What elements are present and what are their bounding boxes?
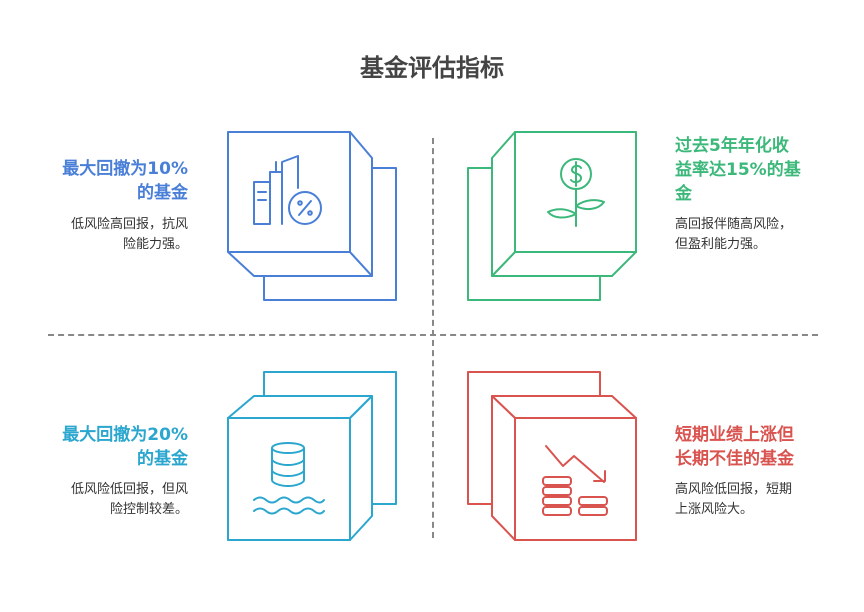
- money-plant-icon: [547, 158, 605, 227]
- top-left-heading: 最大回撤为10% 的基金: [62, 159, 188, 203]
- declining-coins-icon: [542, 445, 608, 516]
- top-right-floor: [491, 251, 637, 277]
- top-right-side: [491, 131, 516, 277]
- buildings-percent-icon: [253, 155, 322, 225]
- bottom-left-description: 低风险低回报，但风 险控制较差。: [70, 482, 188, 517]
- horizontal-divider: [48, 334, 818, 336]
- bottom-right-ceiling: [491, 395, 637, 419]
- top-left-box: [227, 131, 397, 301]
- bottom-left-box: [227, 371, 397, 541]
- top-left-side: [349, 131, 373, 277]
- top-right-box: [467, 131, 637, 301]
- vertical-divider: [432, 138, 434, 538]
- diagram-title: 基金评估指标: [360, 54, 504, 82]
- bottom-right-side: [491, 395, 516, 541]
- top-left-description: 低风险高回报，抗风 险能力强。: [70, 217, 188, 252]
- bottom-left-heading: 最大回撤为20% 的基金: [62, 425, 188, 469]
- bottom-left-ceiling: [227, 395, 373, 419]
- top-right-description: 高回报伴随高风险， 但盈利能力强。: [675, 217, 793, 252]
- top-right-heading: 过去5年年化收 益率达15%的基 金: [675, 136, 801, 204]
- bottom-right-box: [467, 371, 637, 541]
- bottom-right-heading: 短期业绩上涨但 长期不佳的基金: [675, 425, 794, 469]
- bottom-right-description: 高风险低回报，短期 上涨风险大。: [675, 482, 793, 517]
- bottom-right-front-panel: [514, 417, 637, 541]
- bottom-left-side: [349, 395, 373, 541]
- top-left-front-panel: [227, 131, 351, 253]
- bottom-left-front-panel: [227, 417, 351, 541]
- coin-stack-water-icon: [253, 442, 325, 515]
- top-left-floor: [227, 251, 373, 277]
